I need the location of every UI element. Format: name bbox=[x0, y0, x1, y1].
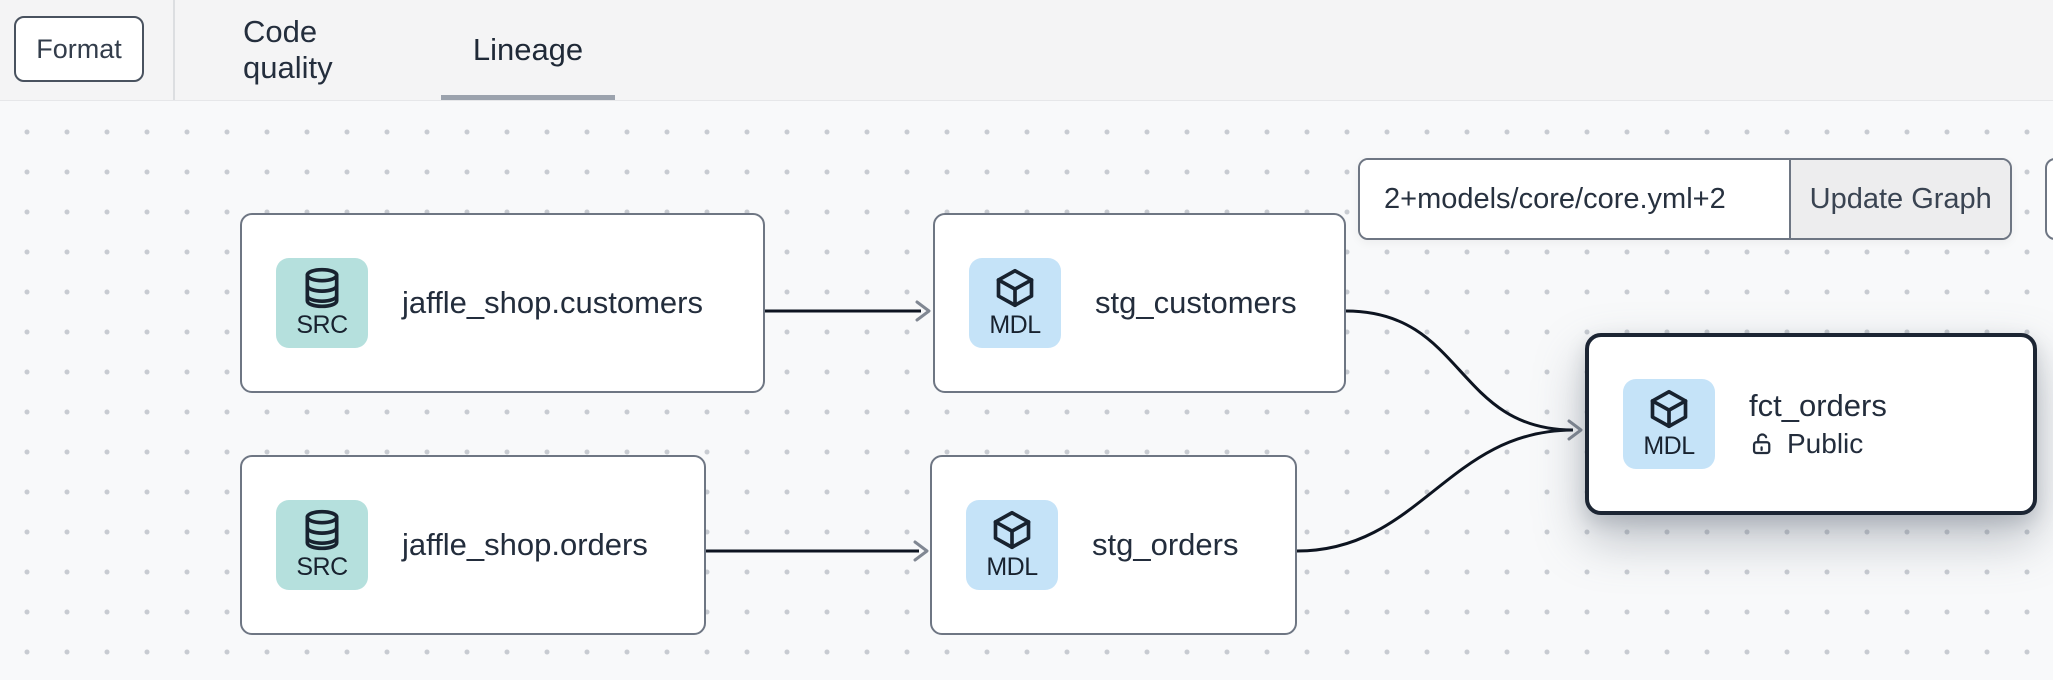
badge-label: MDL bbox=[1643, 432, 1695, 460]
model-badge: MDL bbox=[969, 258, 1061, 348]
database-icon bbox=[305, 509, 339, 551]
node-title: fct_orders bbox=[1749, 388, 1887, 423]
access-label: Public bbox=[1787, 428, 1864, 459]
tab-lineage-label: Lineage bbox=[472, 32, 584, 67]
node-stg-customers[interactable]: MDL stg_customers bbox=[933, 213, 1346, 393]
lineage-canvas[interactable]: SRC jaffle_shop.customers MDL stg_custom… bbox=[0, 101, 2053, 680]
badge-label: SRC bbox=[296, 553, 348, 581]
edge-stg-customers-to-fct-orders bbox=[1345, 309, 1574, 432]
node-stg-orders[interactable]: MDL stg_orders bbox=[930, 455, 1297, 635]
node-jaffle-shop-orders[interactable]: SRC jaffle_shop.orders bbox=[240, 455, 706, 635]
node-title: stg_customers bbox=[1095, 285, 1297, 320]
model-badge: MDL bbox=[1623, 379, 1715, 469]
edge-stg-orders-to-fct-orders bbox=[1296, 428, 1574, 553]
arrowhead-icon bbox=[1567, 419, 1583, 441]
badge-label: MDL bbox=[989, 311, 1041, 339]
badge-label: SRC bbox=[296, 311, 348, 339]
node-title: jaffle_shop.customers bbox=[402, 285, 703, 320]
format-button[interactable]: Format bbox=[14, 16, 144, 82]
cube-icon bbox=[993, 510, 1031, 550]
active-tab-underline bbox=[441, 95, 615, 100]
panel-header: Format Code quality Lineage bbox=[0, 0, 2053, 101]
update-graph-button[interactable]: Update Graph bbox=[1789, 160, 2010, 238]
source-badge: SRC bbox=[276, 258, 368, 348]
cube-icon bbox=[996, 268, 1034, 308]
database-icon bbox=[305, 267, 339, 309]
badge-label: MDL bbox=[986, 553, 1038, 581]
node-fct-orders[interactable]: MDL fct_orders Public bbox=[1585, 333, 2037, 515]
tab-code-quality[interactable]: Code quality bbox=[243, 14, 333, 85]
source-badge: SRC bbox=[276, 500, 368, 590]
model-selector-input[interactable] bbox=[1360, 160, 1790, 238]
model-badge: MDL bbox=[966, 500, 1058, 590]
header-divider bbox=[173, 0, 175, 100]
arrowhead-icon bbox=[913, 540, 929, 562]
access-row: Public bbox=[1749, 428, 1887, 460]
selector-group: Update Graph bbox=[1358, 158, 2012, 240]
unlock-icon bbox=[1752, 432, 1771, 454]
node-jaffle-shop-customers[interactable]: SRC jaffle_shop.customers bbox=[240, 213, 765, 393]
cube-icon bbox=[1650, 389, 1688, 429]
node-title: jaffle_shop.orders bbox=[402, 527, 648, 562]
tab-lineage[interactable]: Lineage bbox=[441, 0, 615, 100]
lineage-edges bbox=[706, 300, 1583, 562]
arrowhead-icon bbox=[915, 300, 931, 322]
node-title: stg_orders bbox=[1092, 527, 1239, 562]
cropped-right-control[interactable] bbox=[2045, 158, 2053, 240]
